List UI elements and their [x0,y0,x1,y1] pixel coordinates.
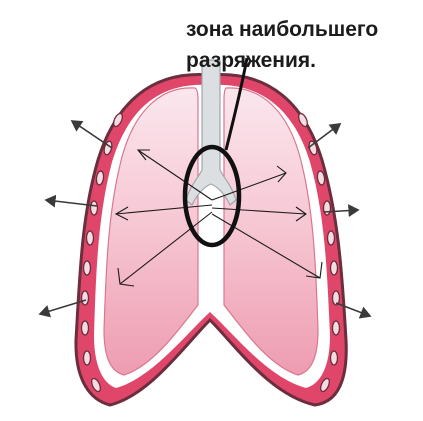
caption: зона наибольшего разряжения. [186,14,418,76]
caption-line-2: разряжения. [186,49,316,72]
caption-line-1: зона наибольшего [186,18,378,41]
